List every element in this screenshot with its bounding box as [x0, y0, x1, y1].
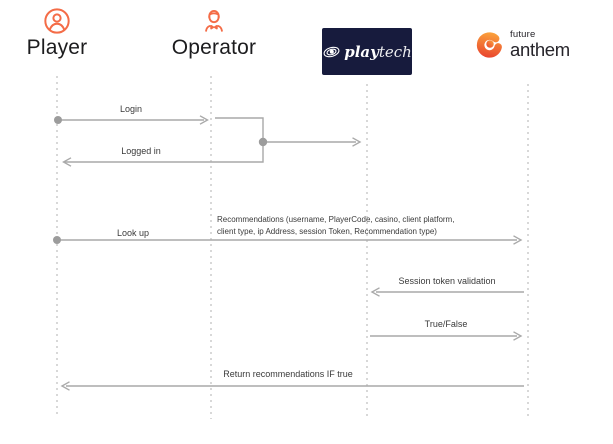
actor-operator-label: Operator [171, 36, 257, 59]
message-detail-recommendations-line2: client type, ip Address, session Token, … [217, 226, 437, 236]
actor-player: Player [12, 6, 102, 60]
message-label-look-up: Look up [116, 228, 150, 238]
actor-playtech-logo: playtech [322, 28, 412, 75]
future-anthem-swirl-icon [476, 32, 503, 58]
operator-person-icon [166, 6, 262, 35]
arrowhead-return-recommendations [60, 381, 70, 391]
arrowhead-true-false [513, 331, 523, 341]
arrowhead-login [199, 115, 209, 125]
dot-login-origin [54, 116, 62, 124]
message-label-logged-in: Logged in [121, 146, 161, 156]
playtech-wordmark: playtech [344, 43, 412, 61]
origin-dots [53, 116, 268, 244]
actor-future-anthem-logo: future anthem [475, 30, 570, 59]
actor-player-label: Player [26, 36, 88, 59]
message-label-login: Login [119, 104, 143, 114]
future-anthem-wordmark: future anthem [510, 29, 570, 60]
dot-look-up-origin [53, 236, 61, 244]
playtech-wordmark-bold: play [344, 42, 379, 61]
message-label-true-false: True/False [424, 319, 468, 329]
playtech-swirl-icon [323, 46, 340, 57]
arrowhead-logged-in [62, 157, 72, 167]
arrowhead-session-token [370, 287, 380, 297]
actor-operator: Operator [166, 6, 262, 60]
message-label-session-token-validation: Session token validation [398, 276, 496, 286]
message-arrows [57, 115, 524, 391]
message-detail-recommendations: Recommendations (username, PlayerCode, c… [217, 214, 537, 237]
message-label-return-recommendations: Return recommendations IF true [223, 369, 353, 379]
future-anthem-wordmark-bottom: anthem [510, 39, 570, 60]
message-detail-recommendations-line1: Recommendations (username, PlayerCode, c… [217, 215, 455, 224]
future-anthem-wordmark-top: future [510, 29, 536, 40]
lifelines [56, 76, 529, 419]
arrowhead-operator-playtech [352, 137, 362, 147]
playtech-wordmark-light: tech [378, 42, 412, 61]
player-person-icon [12, 6, 102, 35]
dot-connector-origin [258, 137, 268, 147]
arrowhead-look-up [513, 235, 523, 245]
